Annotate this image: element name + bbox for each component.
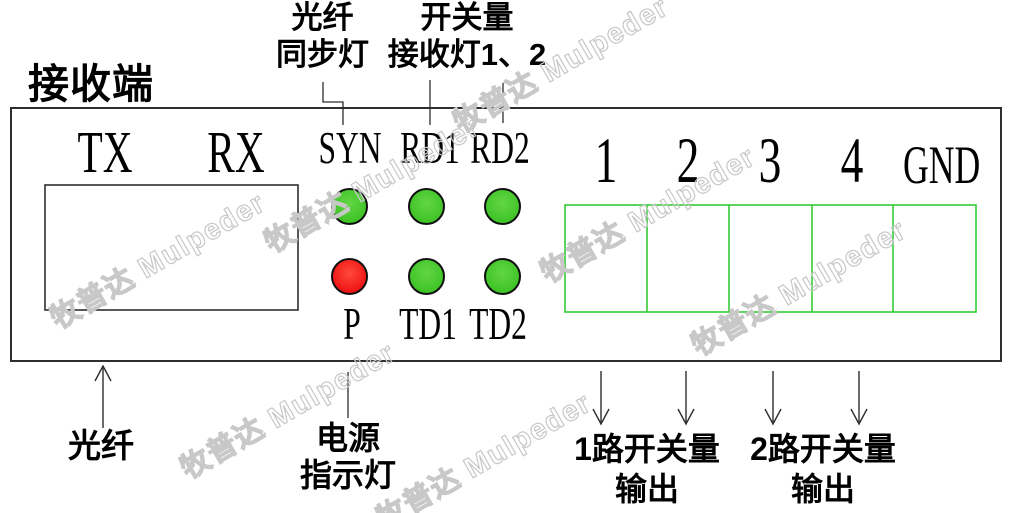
leader-lines <box>322 80 504 418</box>
annotation-line: 开关量 <box>420 0 514 35</box>
label-p: P <box>343 299 361 349</box>
annotation-line: 电源 <box>315 420 380 456</box>
label-rd1: RD1 <box>400 123 460 173</box>
label-syn: SYN <box>318 123 382 173</box>
label-tx: TX <box>77 119 133 185</box>
annotation-switch-receive-lights: 开关量 接收灯1、2 <box>372 0 562 73</box>
annotation-line: 接收灯1、2 <box>387 37 547 72</box>
output-arrows <box>592 371 868 426</box>
annotation-line: 同步灯 <box>276 37 369 72</box>
annotation-power-indicator: 电源 指示灯 <box>268 420 428 494</box>
panel-outline <box>10 107 1002 362</box>
label-td1: TD1 <box>399 299 457 349</box>
annotation-fiber: 光纤 <box>68 427 134 464</box>
label-rx: RX <box>207 119 265 185</box>
fiber-port <box>44 184 299 311</box>
led-rd1 <box>408 188 445 225</box>
label-terminal-3: 3 <box>758 125 782 197</box>
annotation-line: 指示灯 <box>299 457 396 493</box>
annotation-line: 2路开关量 <box>750 431 896 467</box>
annotation-line: 1路开关量 <box>574 431 720 467</box>
label-terminal-1: 1 <box>594 125 618 197</box>
terminal-block <box>564 204 977 313</box>
annotation-line: 光纤 <box>291 0 354 35</box>
fiber-arrow <box>94 364 112 428</box>
annotation-output-1: 1路开关量 输出 <box>566 429 728 509</box>
annotation-line: 输出 <box>790 471 855 507</box>
led-td2 <box>484 258 521 295</box>
annotation-line: 输出 <box>614 471 679 507</box>
led-power <box>331 258 368 295</box>
diagram-title: 接收端 <box>28 61 154 107</box>
annotation-fiber-sync-light: 光纤 同步灯 <box>240 0 405 73</box>
label-td2: TD2 <box>469 299 527 349</box>
led-syn <box>331 188 368 225</box>
leader-syn <box>322 82 344 125</box>
label-rd2: RD2 <box>470 123 530 173</box>
led-rd2 <box>484 188 521 225</box>
label-terminal-2: 2 <box>676 125 700 197</box>
annotation-output-2: 2路开关量 输出 <box>742 429 904 509</box>
label-terminal-4: 4 <box>840 125 864 197</box>
label-terminal-gnd: GND <box>903 135 981 195</box>
led-td1 <box>408 258 445 295</box>
